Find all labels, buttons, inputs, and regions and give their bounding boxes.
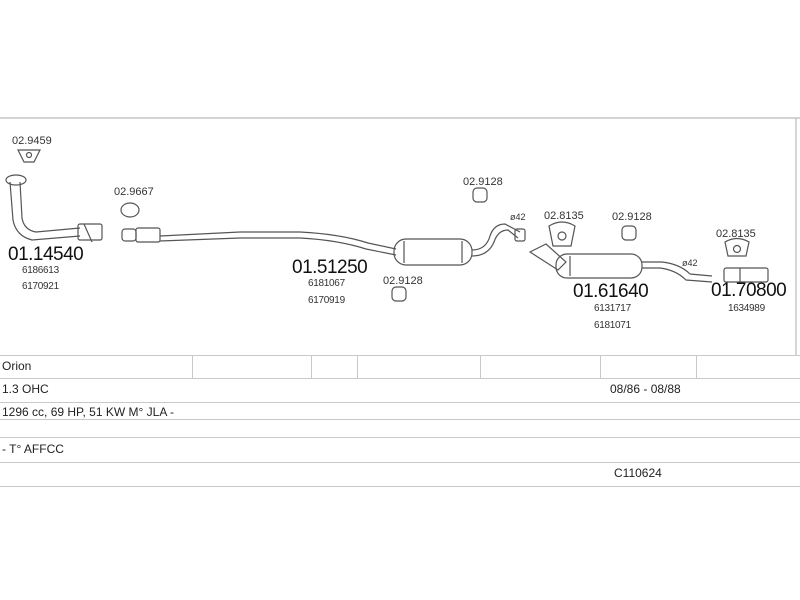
ref-number: 6131717 xyxy=(594,303,631,314)
table-divider xyxy=(357,355,358,378)
diameter-label: ø42 xyxy=(682,258,698,268)
rear-silencer xyxy=(528,243,713,283)
clamp-label: 02.8135 xyxy=(716,228,756,240)
table-line xyxy=(0,355,800,356)
table-line xyxy=(0,437,800,438)
tail-pipe xyxy=(723,267,769,283)
ref-number: 6170919 xyxy=(308,295,345,306)
clamp-02-8135-rear xyxy=(724,237,750,257)
table-divider xyxy=(311,355,312,378)
mid-outlet-pipe xyxy=(471,223,521,251)
ref-number: 6170921 xyxy=(22,281,59,292)
intermediate-pipe xyxy=(121,227,397,256)
catalog-cell: C110624 xyxy=(614,466,662,480)
table-divider xyxy=(600,355,601,378)
dates-cell: 08/86 - 08/88 xyxy=(610,382,681,396)
mount-label: 02.9128 xyxy=(383,275,423,287)
table-divider xyxy=(696,355,697,378)
part-code-intermediate-pipe: 01.51250 xyxy=(292,257,368,278)
part-code-front-pipe: 01.14540 xyxy=(8,244,84,265)
table-line xyxy=(0,419,800,420)
table-divider xyxy=(480,355,481,378)
engine-cell: 1.3 OHC xyxy=(2,382,49,396)
front-pipe xyxy=(5,174,103,243)
gasket-ring xyxy=(120,202,140,218)
part-code-tail-pipe: 01.70800 xyxy=(711,280,787,301)
table-line xyxy=(0,378,800,379)
mount-label: 02.9128 xyxy=(612,211,652,223)
clamp-02-9459 xyxy=(17,149,41,163)
ref-number: 6181071 xyxy=(594,320,631,331)
options-cell: - T° AFFCC xyxy=(2,442,64,456)
table-line xyxy=(0,402,800,403)
middle-silencer xyxy=(393,238,473,266)
mount-label: 02.9128 xyxy=(463,176,503,188)
ref-number: 6186613 xyxy=(22,265,59,276)
table-divider xyxy=(192,355,193,378)
mount-rubber-mid xyxy=(391,286,407,302)
clamp-label: 02.8135 xyxy=(544,210,584,222)
table-line xyxy=(0,486,800,487)
part-code-rear-silencer: 01.61640 xyxy=(573,281,649,302)
ref-number: 1634989 xyxy=(728,303,765,314)
model-cell: Orion xyxy=(2,359,32,373)
ref-number: 6181067 xyxy=(308,278,345,289)
gasket-label: 02.9667 xyxy=(114,186,154,198)
clamp-02-8135-mid xyxy=(548,221,576,247)
table-line xyxy=(0,462,800,463)
spec-cell: 1296 cc, 69 HP, 51 KW M° JLA - xyxy=(2,405,174,419)
mount-rubber-top xyxy=(472,187,488,203)
mount-rubber-rear xyxy=(621,225,637,241)
clamp-label: 02.9459 xyxy=(12,135,52,147)
diameter-label: ø42 xyxy=(510,212,526,222)
